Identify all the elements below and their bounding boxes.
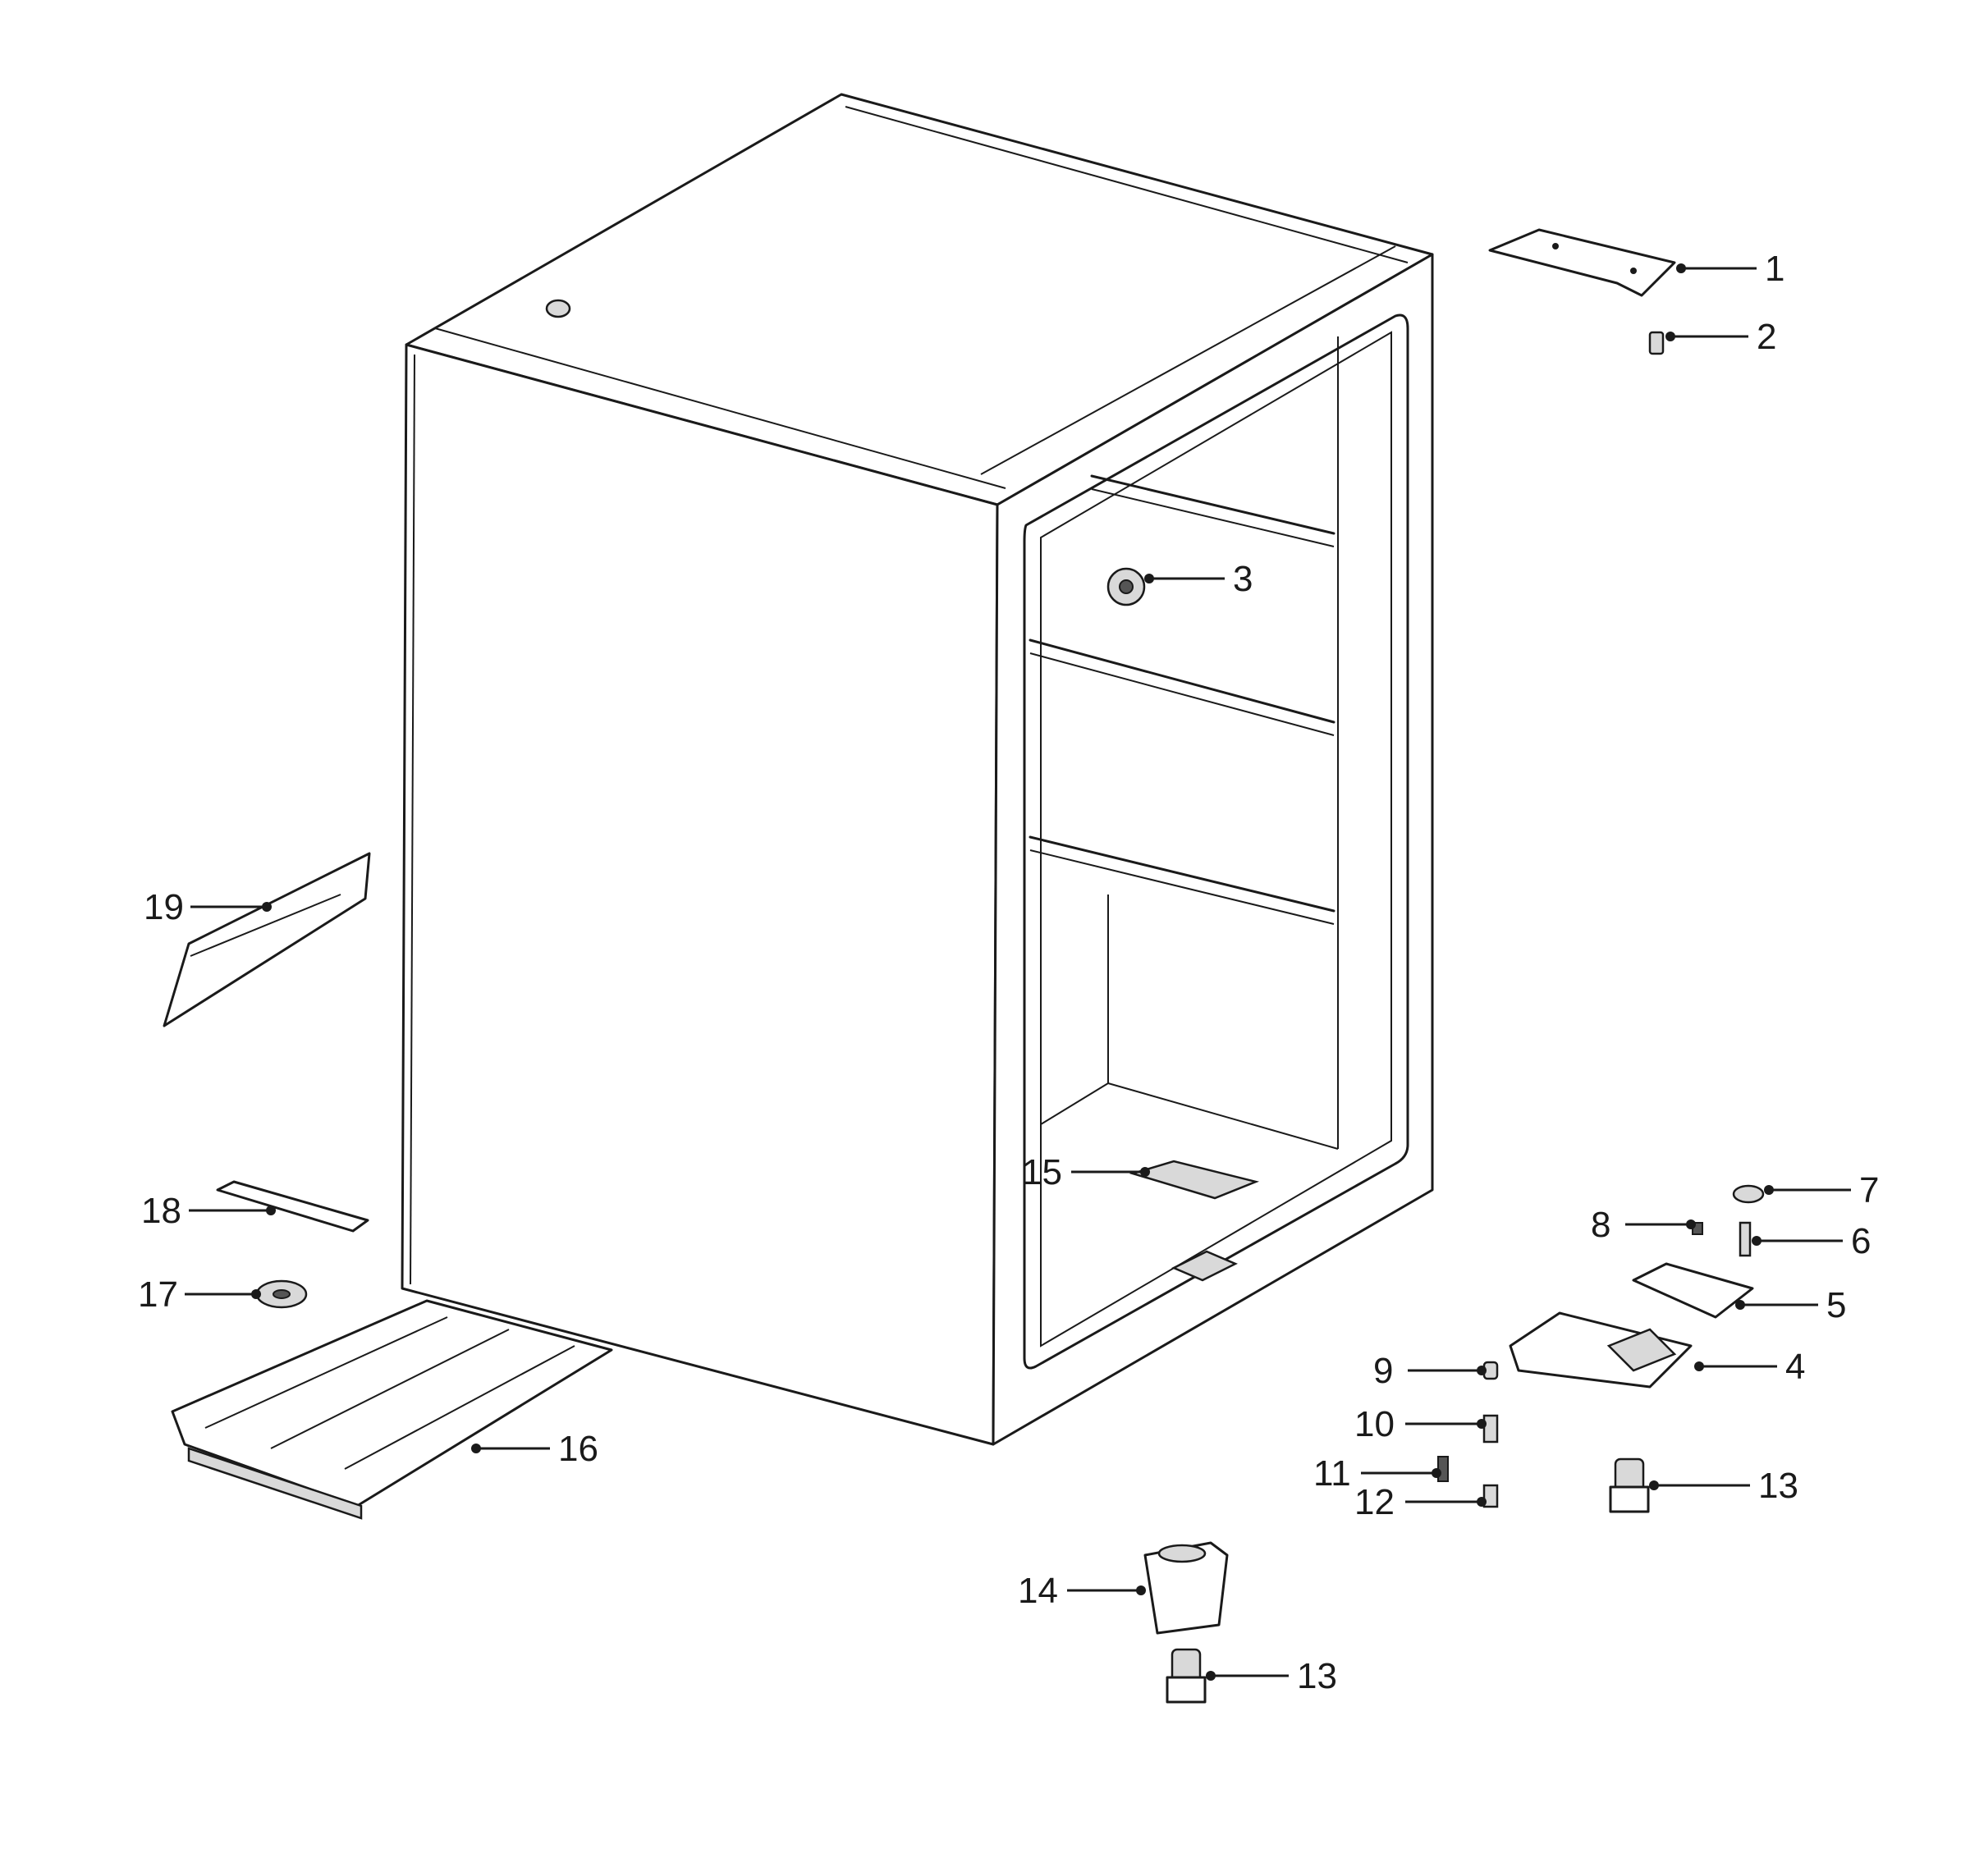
part-14-foot-cup bbox=[1143, 1541, 1229, 1635]
part-12-nut bbox=[1482, 1484, 1499, 1508]
callout-11: 11 bbox=[1313, 1453, 1351, 1494]
callout-5: 5 bbox=[1826, 1285, 1846, 1325]
floor-bracket bbox=[1171, 1250, 1238, 1282]
part-18-strip bbox=[216, 1180, 369, 1233]
cabinet bbox=[401, 93, 1434, 1446]
part-16-base-rail bbox=[171, 1299, 613, 1508]
callout-12: 12 bbox=[1354, 1482, 1395, 1522]
part-10-bolt bbox=[1482, 1414, 1499, 1444]
top-hole bbox=[545, 299, 571, 318]
callout-6: 6 bbox=[1851, 1221, 1871, 1261]
part-19-angle-trim bbox=[163, 852, 371, 1027]
callout-3: 3 bbox=[1233, 559, 1253, 599]
callout-13-right: 13 bbox=[1758, 1466, 1798, 1506]
callout-8: 8 bbox=[1591, 1205, 1610, 1245]
part-11-bolt bbox=[1437, 1456, 1449, 1482]
part-15-glide bbox=[1129, 1160, 1260, 1200]
callout-17: 17 bbox=[138, 1274, 178, 1315]
callout-18: 18 bbox=[141, 1191, 181, 1231]
callout-4: 4 bbox=[1785, 1347, 1805, 1387]
part-4-hinge-block bbox=[1509, 1311, 1693, 1389]
part-5-bracket bbox=[1632, 1262, 1754, 1319]
part-7-washer bbox=[1732, 1184, 1765, 1204]
callout-15: 15 bbox=[1022, 1152, 1062, 1192]
callout-13-bottom: 13 bbox=[1297, 1656, 1337, 1696]
callout-16: 16 bbox=[558, 1429, 598, 1469]
part-6-screw bbox=[1739, 1221, 1752, 1257]
callout-9: 9 bbox=[1373, 1351, 1393, 1391]
callout-14: 14 bbox=[1018, 1571, 1058, 1611]
callout-19: 19 bbox=[144, 887, 184, 927]
callout-10: 10 bbox=[1354, 1404, 1395, 1444]
cabinet-side-panel bbox=[401, 343, 999, 1446]
part-1-hinge-plate bbox=[1488, 228, 1676, 297]
callout-2: 2 bbox=[1757, 317, 1776, 357]
callout-1: 1 bbox=[1765, 249, 1784, 289]
part-2-pin bbox=[1648, 331, 1665, 355]
callout-7: 7 bbox=[1859, 1170, 1879, 1210]
callouts: 1 2 3 4 5 6 7 8 9 10 11 12 13 bbox=[138, 249, 1879, 1696]
